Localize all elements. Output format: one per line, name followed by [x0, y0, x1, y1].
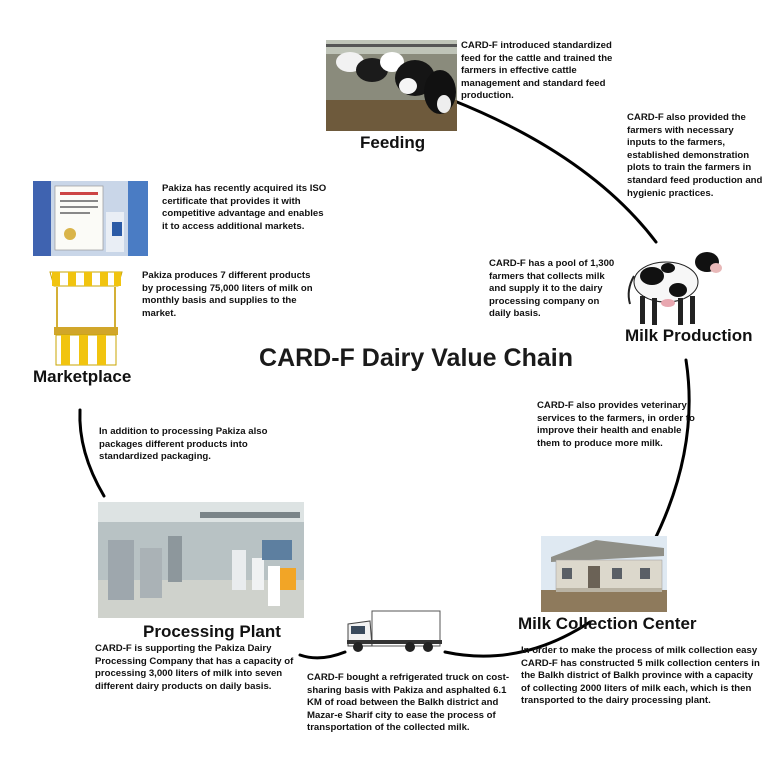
arc-truck-to-processing	[298, 650, 347, 660]
stage-label-processing: Processing Plant	[143, 622, 281, 641]
cow-illustration	[627, 252, 722, 325]
note-iso: Pakiza has recently acquired its ISO cer…	[162, 183, 327, 232]
note-packaging: In addition to processing Pakiza also pa…	[99, 426, 268, 463]
refrigerated-truck	[347, 610, 442, 652]
diagram-title: CARD-F Dairy Value Chain	[259, 344, 573, 372]
note-veterinary: CARD-F also provides veterinary services…	[537, 400, 695, 449]
arc-feeding-to-production	[450, 98, 658, 244]
note-inputs: CARD-F also provided the farmers with ne…	[627, 112, 763, 199]
note-farmers-pool: CARD-F has a pool of 1,300 farmers that …	[489, 258, 615, 320]
feeding-photo	[326, 40, 457, 131]
note-processing-support: CARD-F is supporting the Pakiza Dairy Pr…	[95, 643, 294, 692]
processing-plant-photo	[98, 502, 304, 618]
iso-certificate-photo	[33, 181, 148, 256]
note-feed-training: CARD-F introduced standardized feed for …	[461, 40, 613, 102]
arc-processing-to-marketplace	[78, 408, 106, 498]
collection-center-building	[541, 536, 667, 612]
stage-label-milk-collection: Milk Collection Center	[518, 614, 697, 633]
stage-label-feeding: Feeding	[360, 133, 426, 152]
market-stall	[49, 271, 123, 366]
arc-production-to-collection	[650, 358, 691, 547]
stage-label-marketplace: Marketplace	[33, 367, 132, 386]
note-products: Pakiza produces 7 different products by …	[142, 270, 313, 319]
arc-collection-to-truck	[443, 620, 592, 658]
note-truck: CARD-F bought a refrigerated truck on co…	[307, 672, 510, 734]
stage-label-milk-production: Milk Production	[625, 326, 753, 345]
note-collection-centers: In order to make the process of milk col…	[521, 645, 760, 707]
